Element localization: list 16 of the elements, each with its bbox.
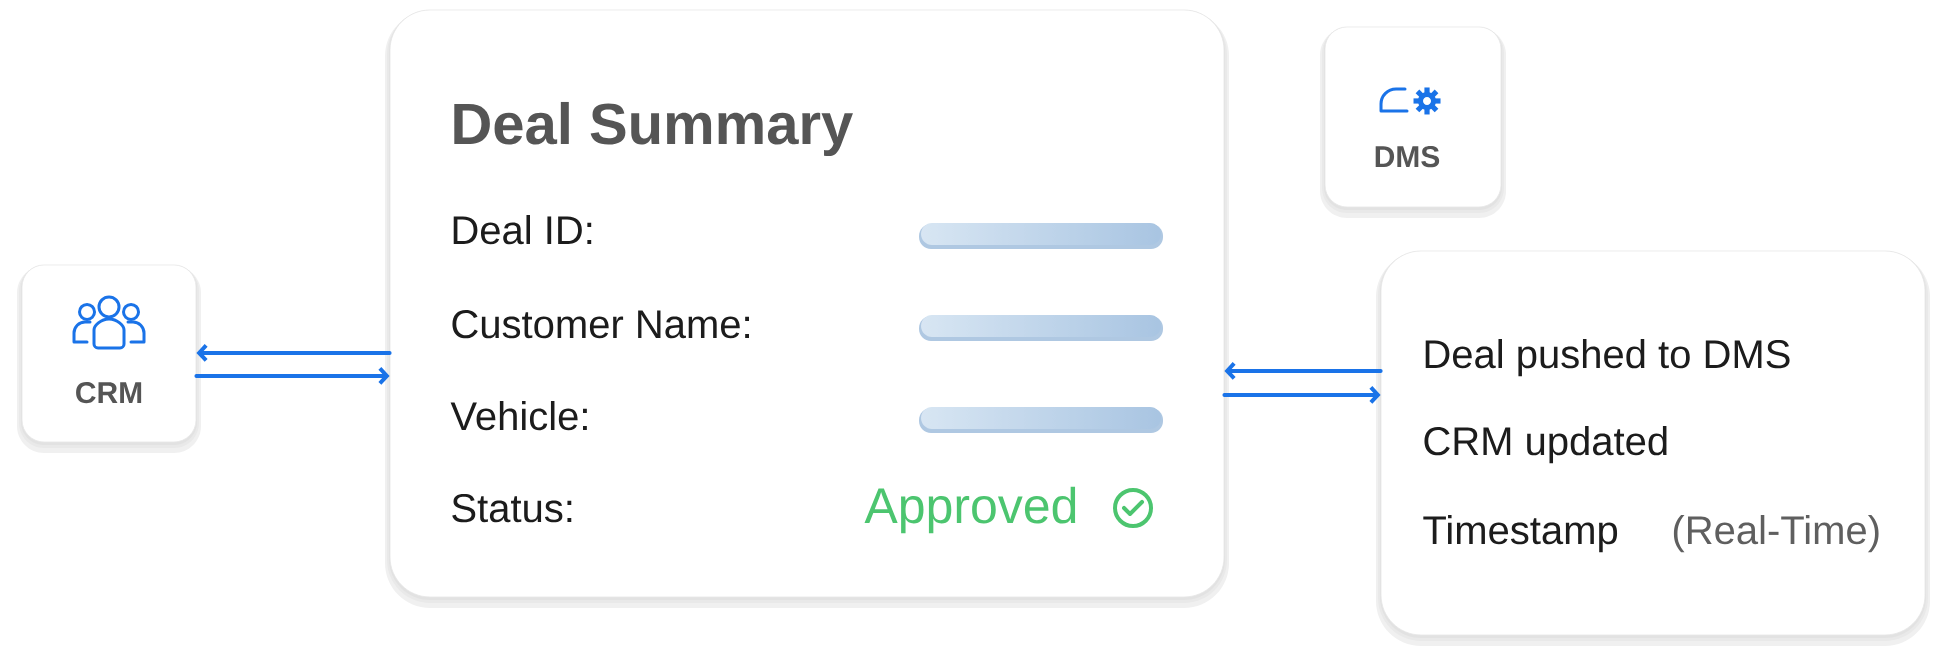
note-text: (Real-Time) [1673, 515, 1879, 553]
arrow [1224, 362, 1383, 380]
status-line: Deal pushed to DMS [1425, 339, 1790, 377]
system-label: CRM [76, 382, 142, 404]
arrow [196, 344, 392, 362]
field-label: Status: [452, 494, 572, 523]
card-title: Deal Summary [454, 101, 853, 157]
field-label: Deal ID: [453, 215, 592, 245]
status-line: Timestamp [1423, 515, 1618, 553]
system-label: DMS [1375, 146, 1440, 168]
field-label: Customer Name: [452, 310, 749, 339]
field-label: Vehicle: [450, 401, 587, 431]
arrow [194, 367, 390, 385]
status-line: CRM updated [1424, 426, 1667, 464]
status-value: Approved [864, 486, 1076, 534]
arrow [1222, 386, 1381, 404]
